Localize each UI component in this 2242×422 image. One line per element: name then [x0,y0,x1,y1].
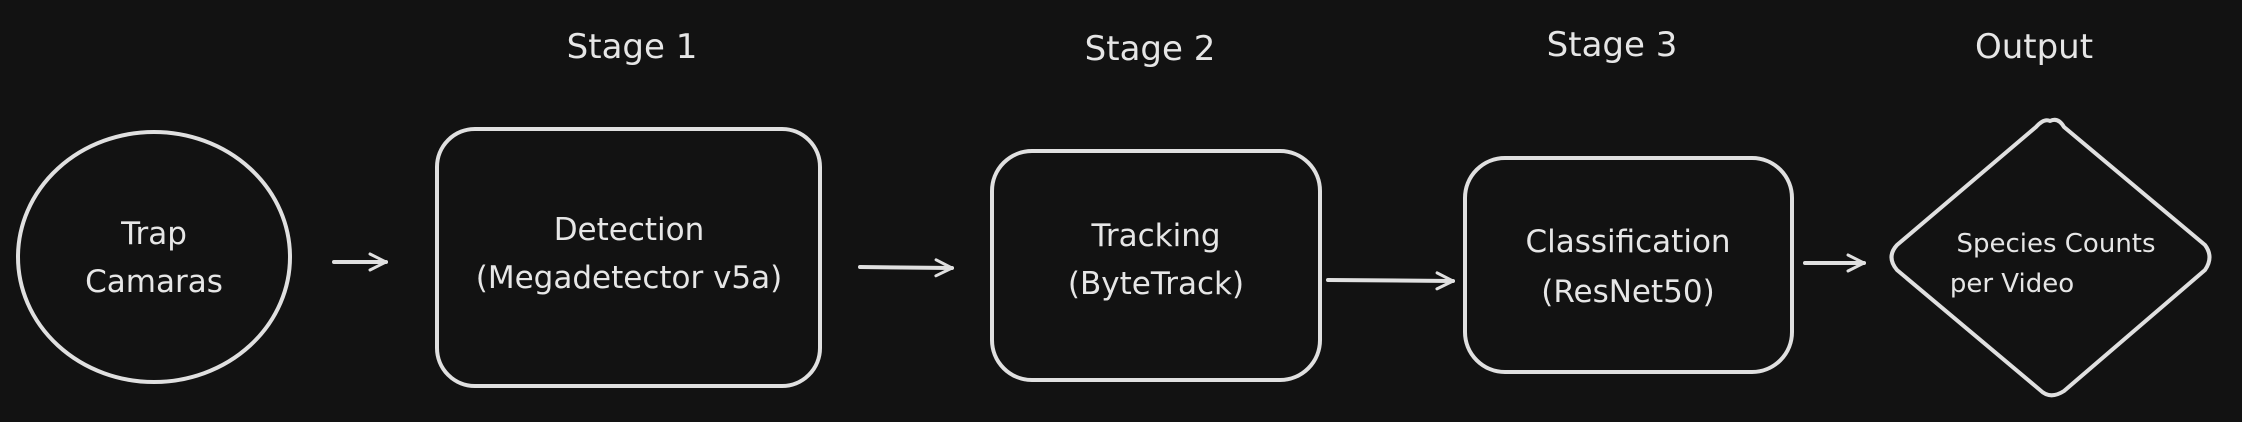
output-label-line1: Species Counts [1956,229,2155,259]
output-node: Species Counts per Video [1889,117,2212,398]
output-diamond [1889,117,2212,398]
detection-label-line2: (Megadetector v5a) [476,260,783,296]
tracking-label-line1: Tracking [1090,218,1220,254]
output-label-line2: per Video [1950,269,2074,299]
tracking-label-line2: (ByteTrack) [1068,266,1244,302]
tracking-node: Tracking (ByteTrack) [990,149,1322,382]
classification-node: Classification (ResNet50) [1463,156,1794,374]
detection-node: Detection (Megadetector v5a) [435,127,822,388]
source-ellipse [16,130,292,384]
classification-label-line2: (ResNet50) [1541,274,1714,310]
detection-label-line1: Detection [554,212,705,248]
classification-label-line1: Classification [1525,224,1730,260]
detection-box [435,127,822,388]
trap-cameras-node: Trap Camaras [16,130,292,384]
stage-2-label: Stage 2 [1085,29,1216,69]
arrow-detection-to-tracking [858,267,952,268]
output-label: Output [1975,27,2093,67]
arrow-tracking-to-classification [1326,280,1453,281]
tracking-box [990,149,1322,382]
source-label-line1: Trap [120,216,187,252]
stage-3-label: Stage 3 [1547,25,1678,65]
stage-1-label: Stage 1 [567,27,698,67]
source-label-line2: Camaras [85,264,223,300]
classification-box [1463,156,1794,374]
